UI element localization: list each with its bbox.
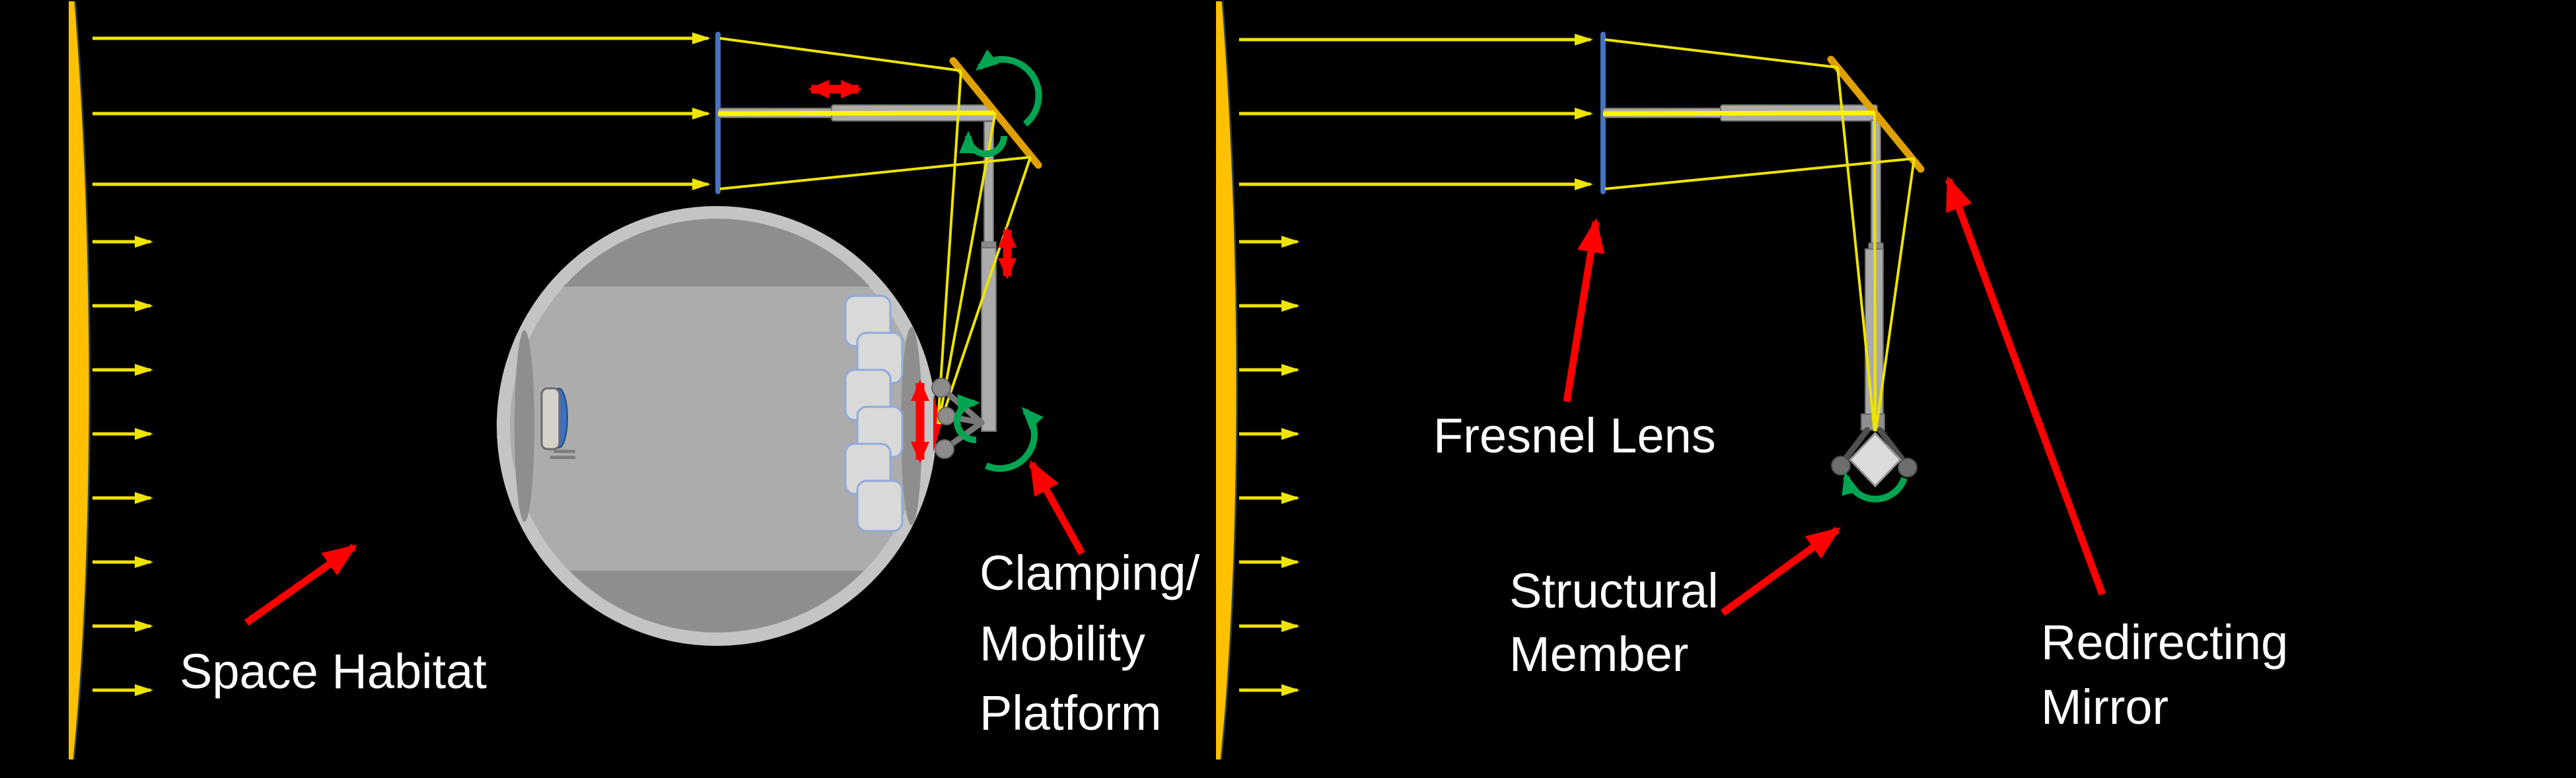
console-base xyxy=(550,456,575,459)
structural-member-end xyxy=(1831,427,1917,488)
clamping-label-line1: Clamping/ xyxy=(980,546,1200,600)
clamping-platform-callout-arrow xyxy=(1028,460,1085,555)
end-effector-diamond xyxy=(1848,431,1902,488)
habitat-console xyxy=(540,387,561,450)
space-habitat-callout-arrow xyxy=(244,544,357,626)
motion-annotations xyxy=(808,80,1017,463)
reflected-ray xyxy=(939,157,1032,425)
habitat-seats xyxy=(844,295,904,532)
space-habitat xyxy=(497,206,942,646)
habitat-interior xyxy=(510,219,923,633)
solar-reflector xyxy=(69,1,90,760)
converging-ray xyxy=(719,156,1031,190)
redirecting-mirror-label-line1: Redirecting xyxy=(2041,615,2288,670)
solar-reflector-edge xyxy=(1220,1,1238,760)
central-beam xyxy=(1602,110,1875,116)
fresnel-lens-callout-arrow xyxy=(1563,218,1605,402)
reflected-ray xyxy=(1836,67,1876,432)
platform-clamp-joint xyxy=(931,378,951,398)
habitat-left-shadow xyxy=(515,330,534,522)
member-rotation-arrow xyxy=(1842,472,1908,503)
mast-joint xyxy=(981,241,997,248)
clamping-label-line2: Mobility xyxy=(980,616,1145,671)
platform-pivot-arrow xyxy=(954,394,980,444)
mirror-rotation-arrow xyxy=(975,49,1042,127)
reflected-ray xyxy=(937,112,997,425)
structural-member-label-line1: Structural xyxy=(1509,563,1719,618)
converging-ray xyxy=(719,37,962,72)
focused-rays xyxy=(719,37,1032,425)
right-panel: Fresnel Lens Structural Member Redirecti… xyxy=(1216,1,2288,760)
converging-ray xyxy=(1604,38,1838,69)
end-effector-link xyxy=(1877,427,1910,468)
platform-clamp-joint xyxy=(937,407,956,425)
fresnel-lens-label: Fresnel Lens xyxy=(1433,408,1716,463)
vertical-mast xyxy=(984,121,994,245)
reflected-ray xyxy=(1875,158,1915,432)
sun-ray-short-group xyxy=(92,236,153,696)
clamping-label-line3: Platform xyxy=(980,686,1162,740)
rotation-annotations xyxy=(954,49,1044,472)
platform-clamp-joint xyxy=(935,439,954,459)
central-beam xyxy=(717,110,995,116)
solar-reflector-edge xyxy=(73,1,91,760)
habitat-upper-deck xyxy=(563,219,870,287)
redirecting-mirror-callout-arrow xyxy=(1945,176,2106,596)
seat xyxy=(856,479,904,532)
habitat-lower-deck xyxy=(569,571,864,633)
space-habitat-label: Space Habitat xyxy=(180,644,487,699)
left-panel: Space Habitat Clamping/ Mobility Platfor… xyxy=(69,1,1200,760)
solar-reflector xyxy=(1216,1,1237,760)
converging-ray xyxy=(1604,157,1915,190)
focused-rays xyxy=(1604,38,1915,432)
structural-member-callout-arrow xyxy=(1720,526,1841,616)
vertical-mast-sleeve xyxy=(981,247,997,432)
platform-rotation-arrow xyxy=(984,407,1044,472)
structural-member-label-line2: Member xyxy=(1509,627,1688,682)
reflected-ray xyxy=(937,70,962,425)
redirecting-mirror-label-line2: Mirror xyxy=(2041,680,2168,734)
sun-ray-short-group xyxy=(1239,236,1300,696)
console-shelf xyxy=(554,450,575,453)
end-effector-joint xyxy=(1831,456,1851,476)
end-effector-joint xyxy=(1898,458,1917,477)
mast-pivot-arrow xyxy=(959,131,1007,157)
